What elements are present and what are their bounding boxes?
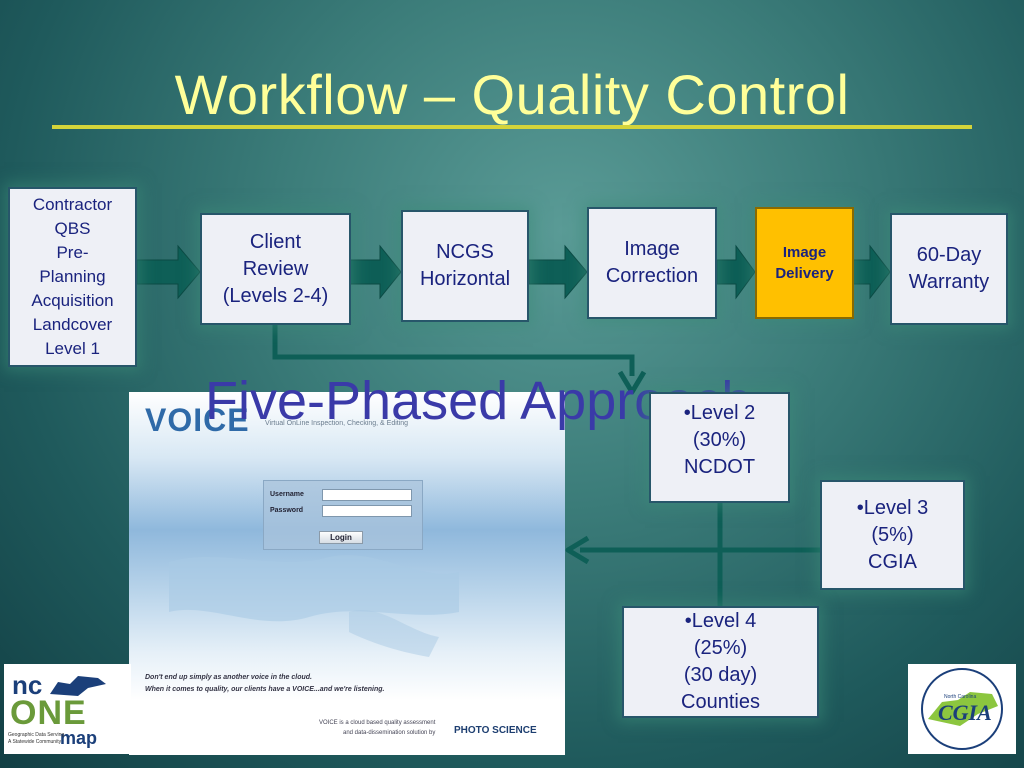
username-field[interactable] bbox=[322, 489, 412, 501]
nc-state-icon bbox=[50, 676, 106, 696]
voice-tagline: Virtual OnLine Inspection, Checking, & E… bbox=[265, 420, 409, 427]
flow-box-warranty: 60-Day Warranty bbox=[890, 213, 1008, 325]
cgia-ring-icon bbox=[921, 668, 1003, 750]
flow-arrow-5 bbox=[852, 244, 891, 300]
voice-footer: VOICE is a cloud based quality assessmen… bbox=[319, 720, 436, 736]
flow-arrow-2 bbox=[349, 244, 402, 300]
password-field[interactable] bbox=[322, 505, 412, 517]
level-box-3: •Level 3 (5%) CGIA bbox=[820, 480, 965, 590]
flow-box-client-review: Client Review (Levels 2-4) bbox=[200, 213, 351, 325]
cgia-name: CGIA bbox=[938, 700, 992, 725]
flow-box-image-correction: Image Correction bbox=[587, 207, 717, 319]
flow-arrow-4 bbox=[716, 244, 756, 300]
level-box-4: •Level 4 (25%) (30 day) Counties bbox=[622, 606, 819, 718]
slide-title: Workflow – Quality Control bbox=[174, 63, 850, 126]
voice-login-screenshot: VOICE Virtual OnLine Inspection, Checkin… bbox=[129, 392, 565, 755]
world-map-graphic bbox=[169, 555, 459, 657]
flow-box-contractor: Contractor QBS Pre- Planning Acquisition… bbox=[8, 187, 137, 367]
flow-box-ncgs: NCGS Horizontal bbox=[401, 210, 529, 322]
flow-box-image-delivery: Image Delivery bbox=[755, 207, 854, 319]
cgia-logo: North Carolina CGIA bbox=[908, 664, 1016, 754]
review-connector bbox=[272, 324, 635, 376]
nc-onemap-tagline: Geographic Data Serving A Statewide Comm… bbox=[8, 732, 65, 745]
flow-arrow-1 bbox=[136, 244, 201, 300]
username-label: Username bbox=[270, 491, 304, 498]
nc-onemap-line1: nc bbox=[12, 670, 43, 700]
title-underline bbox=[52, 125, 972, 129]
photo-science-logo: PHOTO SCIENCE bbox=[454, 725, 537, 736]
nc-onemap-line2: ONE bbox=[10, 694, 87, 732]
nc-onemap-logo: nc ONE map Geographic Data Serving A Sta… bbox=[4, 664, 131, 754]
nc-onemap-line3: map bbox=[60, 728, 98, 748]
password-label: Password bbox=[270, 507, 304, 514]
voice-slogan: Don't end up simply as another voice in … bbox=[145, 674, 385, 693]
login-button[interactable]: Login bbox=[319, 531, 363, 544]
level-box-2: •Level 2 (30%) NCDOT bbox=[649, 392, 790, 503]
cgia-sub: North Carolina bbox=[944, 694, 977, 700]
flow-arrow-3 bbox=[528, 244, 588, 300]
voice-logo: VOICE bbox=[145, 402, 250, 438]
